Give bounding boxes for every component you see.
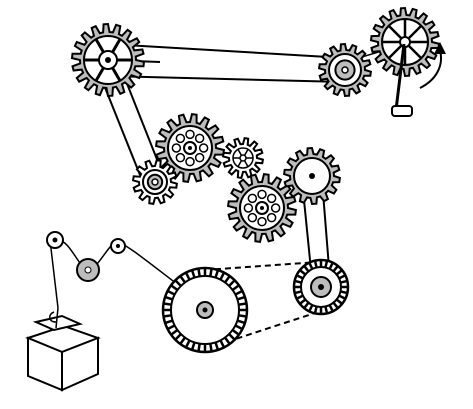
gear-lower-center bbox=[226, 172, 298, 244]
gear-large-top-left bbox=[70, 22, 146, 98]
gear-center-large bbox=[154, 112, 226, 184]
large-pulley bbox=[161, 266, 249, 354]
chain-belt bbox=[204, 261, 319, 349]
gear-center-small bbox=[221, 136, 265, 180]
gear-left-small bbox=[131, 158, 179, 206]
gear-layer bbox=[70, 6, 441, 244]
hook-icon bbox=[49, 311, 57, 323]
gear-right-pulley bbox=[282, 146, 342, 206]
rotation-arrow-icon bbox=[419, 42, 446, 89]
small-pulley bbox=[292, 258, 350, 316]
crank-handle-icon bbox=[391, 43, 413, 117]
rope-path bbox=[46, 231, 206, 309]
gear-crank-wheel bbox=[369, 6, 441, 78]
gear-top-right-small bbox=[317, 42, 373, 98]
box-icon bbox=[25, 307, 101, 392]
